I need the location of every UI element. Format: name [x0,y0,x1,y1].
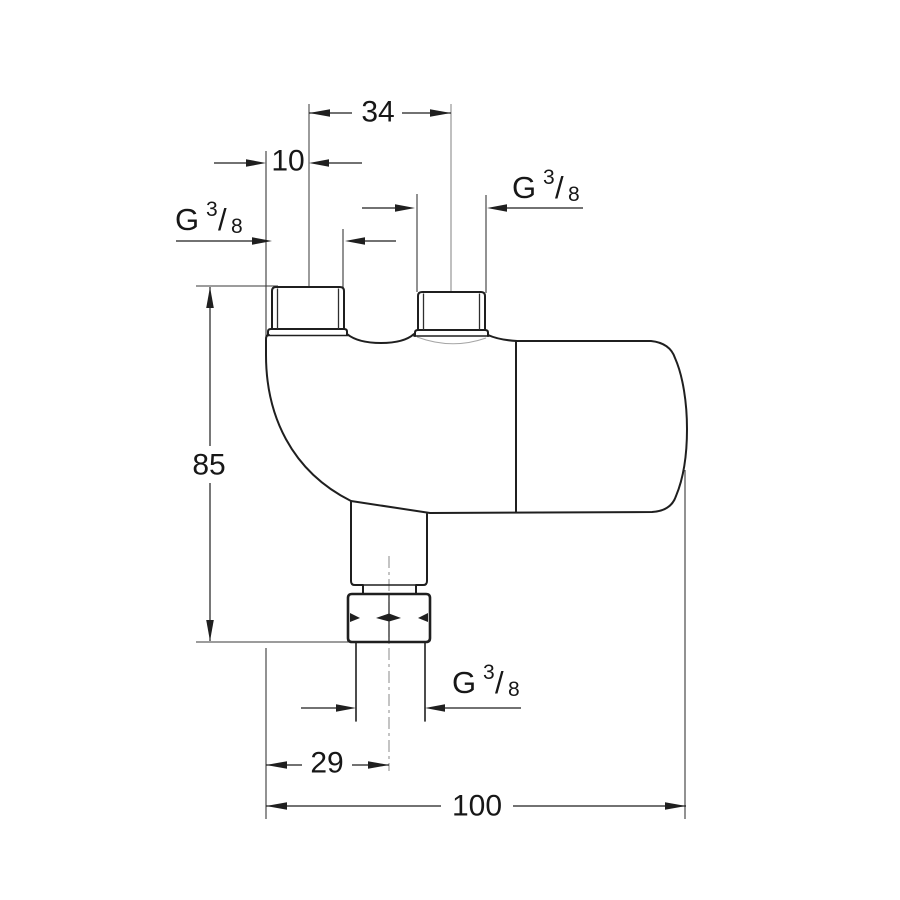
thread-label-right: G 3 / 8 [362,166,583,212]
dimension-10: 10 [214,145,362,178]
dim-34-value: 34 [361,96,394,129]
thread-label-left-denominator: 8 [231,215,243,238]
left-port-body [271,286,345,330]
nut-chamfer-mark-right [418,613,428,622]
thread-label-right-numerator: 3 [543,166,555,189]
body-top-dip-edge [346,333,415,344]
right-port-body [417,291,486,331]
dimension-100: 100 [266,789,686,824]
thread-label-right-arrowhead [487,204,507,212]
thread-label-bottom-slash: / [495,665,504,700]
body-outline-path [265,334,688,514]
dimension-34: 34 [309,95,451,129]
dim-29-text-mask [302,747,352,780]
dim-100-arrowhead-left [266,802,287,810]
thread-label-bottom-denominator: 8 [508,678,520,701]
thread-label-right-letter: G [512,170,536,205]
dim-100-arrowhead-right [665,802,686,810]
outlet-stub [350,500,428,595]
dim-29-arrowhead-right [368,761,389,769]
body-shoulder-arc [416,336,487,345]
thread-label-right-arrowhead2 [395,204,415,212]
dim-34-text-mask [352,95,402,128]
thread-label-left: G 3 / 8 [175,198,396,245]
stub-right-edge [415,513,428,595]
nut-outline [346,592,432,644]
nut-chamfer-mark-center [376,613,401,622]
dim-10-value: 10 [271,145,304,178]
centerlines [308,104,452,771]
dim-85-arrowhead-top [206,287,214,308]
thread-label-bottom-arrowhead1 [336,704,356,712]
thread-label-right-slash: / [555,170,564,205]
thread-label-bottom-numerator: 3 [483,661,495,684]
right-port-flange [414,329,489,337]
thread-label-left-numerator: 3 [206,198,218,221]
inlet-connection-left [266,286,349,337]
thread-label-bottom-letter: G [452,665,476,700]
thread-label-right-denominator: 8 [568,183,580,206]
dim-85-arrowhead-bottom [206,620,214,641]
stub-left-edge [350,500,364,595]
inlet-connection-right [413,291,490,337]
extension-lines [196,151,686,819]
dim-29-value: 29 [310,747,343,780]
dim-85-value: 85 [192,449,225,482]
dimension-29: 29 [266,747,389,780]
dim-29-arrowhead-left [266,761,287,769]
dim-34-arrowhead-right [430,109,451,117]
dim-100-value: 100 [452,790,502,823]
valve-body [265,333,688,514]
nut-chamfer-mark-left [350,613,360,622]
dim-85-text-mask [184,446,236,483]
dim-10-arrowhead-right [309,159,329,167]
thread-label-bottom: G 3 / 8 [301,661,521,712]
left-port-flange [267,328,348,336]
thread-label-bottom-arrowhead2 [425,704,445,712]
dim-34-arrowhead-left [309,109,330,117]
thread-label-left-arrowhead [252,237,272,245]
dimension-85: 85 [184,287,236,641]
thread-label-left-slash: / [218,202,227,237]
dim-100-text-mask [441,789,513,824]
thread-label-left-letter: G [175,202,199,237]
dim-10-arrowhead-left [246,159,266,167]
thread-label-left-arrowhead2 [345,237,365,245]
